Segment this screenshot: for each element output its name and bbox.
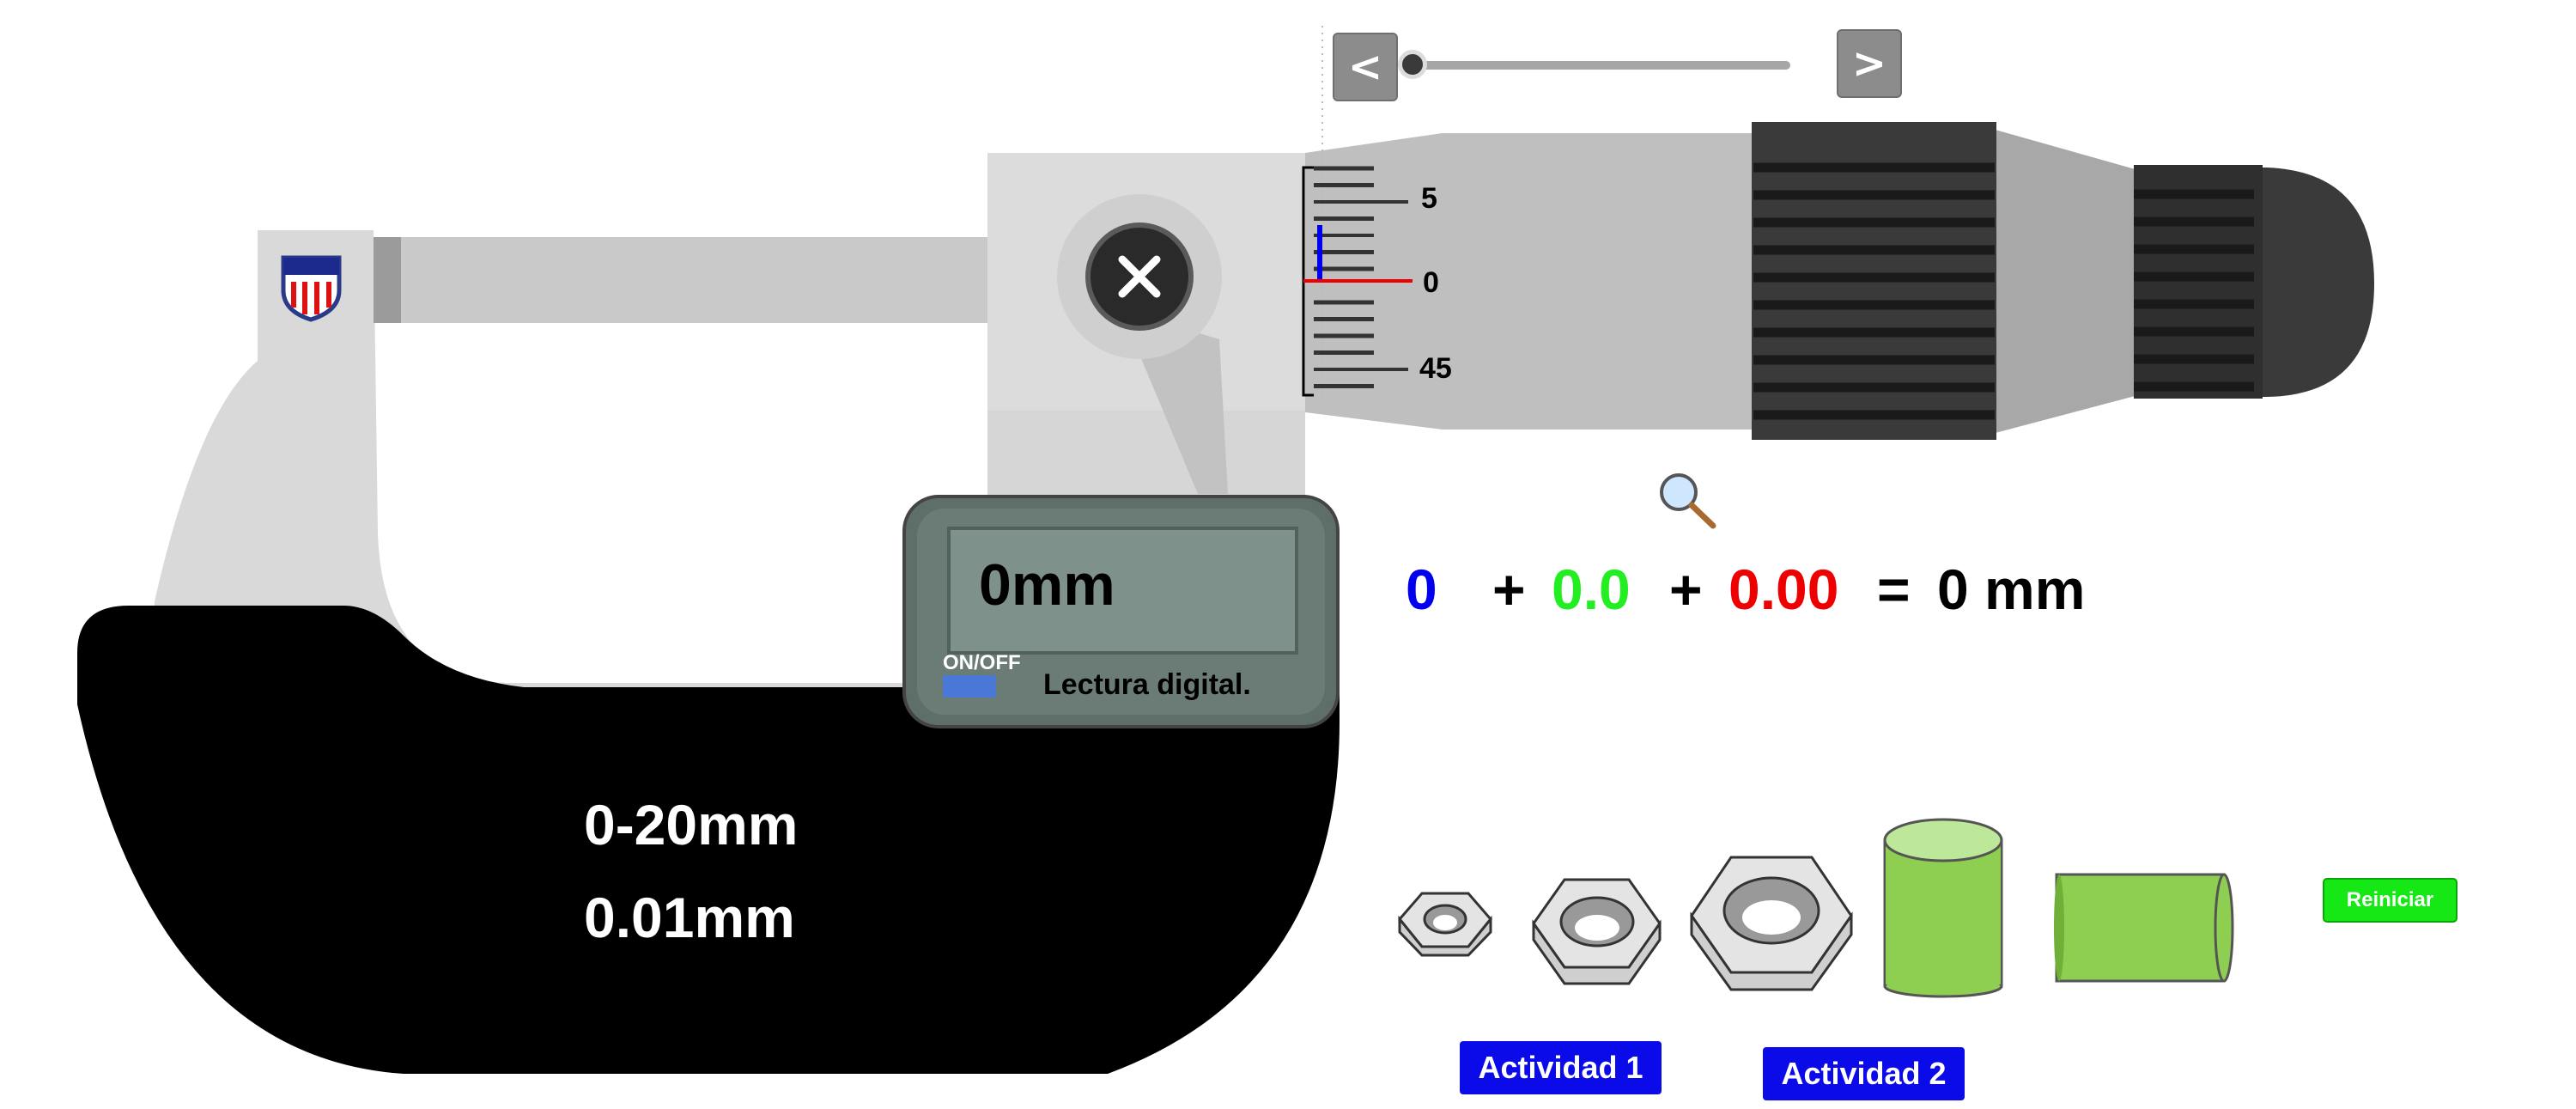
range-label: 0-20mm [584, 793, 799, 856]
thimble-barrel [1305, 133, 1760, 430]
lock-screw-cross [1118, 255, 1161, 298]
slider-knob[interactable] [1398, 50, 1427, 79]
thimble-ticks [1314, 166, 1408, 388]
plus-sign-1: + [1492, 558, 1526, 621]
digital-caption: Lectura digital. [1043, 668, 1251, 701]
shield-logo-stripes [291, 282, 331, 314]
reset-button[interactable]: Reiniciar [2323, 878, 2458, 923]
nut-medium[interactable] [1532, 878, 1662, 985]
onoff-label: ON/OFF [943, 651, 1021, 674]
nut-large[interactable] [1690, 856, 1853, 991]
ratchet-lines [2134, 189, 2254, 392]
plus-sign-2: + [1669, 558, 1703, 621]
slider-track[interactable] [1408, 61, 1790, 70]
equals-sign: = [1877, 558, 1911, 621]
green-cylinder-horizontal[interactable] [2054, 873, 2234, 983]
zoom-icon-handle[interactable] [1688, 502, 1716, 529]
thimble-label-0: 0 [1423, 266, 1439, 299]
nut-small[interactable] [1398, 892, 1492, 957]
digital-reading: 0mm [979, 552, 1115, 618]
barrel-taper [1992, 129, 2138, 434]
shield-logo-top [283, 258, 339, 275]
prev-button[interactable]: < [1333, 33, 1398, 101]
anvil-face [374, 237, 401, 323]
thimble-label-45: 45 [1419, 352, 1452, 385]
grip-lines [1753, 162, 1995, 420]
result-value: 0 mm [1937, 558, 2086, 621]
activity2-button[interactable]: Actividad 2 [1763, 1047, 1965, 1100]
sleeve-value: 0 [1406, 558, 1437, 621]
resolution-label: 0.01mm [584, 886, 795, 949]
activity1-button[interactable]: Actividad 1 [1460, 1041, 1662, 1094]
green-cylinder-vertical[interactable] [1883, 818, 2003, 998]
thimble-label-5: 5 [1421, 182, 1437, 215]
thimble-value: 0.00 [1728, 558, 1839, 621]
next-button[interactable]: > [1837, 29, 1902, 98]
onoff-button[interactable] [943, 675, 996, 698]
zoom-icon[interactable] [1660, 473, 1698, 511]
lcd-screen [947, 527, 1298, 655]
half-value: 0.0 [1552, 558, 1631, 621]
anvil-spindle [374, 237, 992, 323]
